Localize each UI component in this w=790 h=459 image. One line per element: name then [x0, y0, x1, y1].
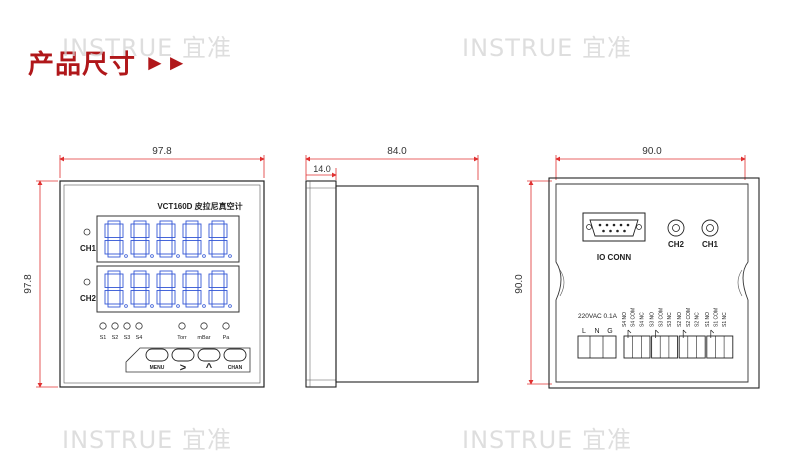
relay-label: S4 NO — [622, 312, 628, 327]
led-indicator: Pa — [222, 322, 231, 341]
digit-8 — [156, 270, 180, 308]
front-button[interactable]: MENU — [145, 348, 169, 371]
relay-block — [623, 329, 651, 359]
front-height-label: 97.8 — [23, 274, 34, 294]
digit-8 — [182, 270, 206, 308]
digit-8 — [208, 220, 232, 258]
back-height-label: 90.0 — [514, 274, 525, 294]
back-view: 90.0 90.0 IO CONN CH2 CH1 220VAC 0.1A L … — [514, 146, 760, 389]
side-view: 84.0 14.0 — [305, 146, 479, 388]
power-pin-n: N — [594, 328, 599, 335]
section-header: 产品尺寸 ►► — [28, 44, 188, 81]
led-label: S4 — [136, 335, 143, 341]
front-width-label: 97.8 — [152, 146, 172, 157]
digit-8 — [156, 220, 180, 258]
relay-label: S2 NC — [695, 312, 701, 327]
led-label: S3 — [124, 335, 131, 341]
relay-label: S3 NC — [667, 312, 673, 327]
relay-label: S4 NC — [639, 312, 645, 327]
relay-block — [651, 329, 679, 359]
digit-8 — [182, 220, 206, 258]
double-arrow-icon: ►► — [144, 49, 188, 75]
watermark: INSTRUE 宜准 — [62, 426, 232, 454]
up-arrow-icon: ^ — [206, 362, 213, 374]
digit-8 — [130, 270, 154, 308]
back-width-label: 90.0 — [642, 146, 662, 157]
led-indicator: mBar — [197, 322, 211, 341]
section-title: 产品尺寸 — [28, 50, 137, 80]
led-indicator: S1 — [99, 322, 107, 341]
front-button[interactable]: > — [171, 348, 195, 374]
back-ch2-label: CH2 — [668, 240, 685, 249]
back-ch1-label: CH1 — [702, 240, 719, 249]
led-label: mBar — [197, 335, 210, 341]
right-arrow-icon: > — [180, 362, 186, 374]
led-label: Torr — [177, 335, 187, 341]
relay-label: S1 COM — [714, 308, 720, 327]
side-depth-label: 84.0 — [387, 146, 407, 157]
button-label: MENU — [150, 365, 165, 371]
led-indicator: S4 — [135, 322, 143, 341]
relay-label: S3 COM — [658, 308, 664, 327]
side-bezel-label: 14.0 — [313, 164, 331, 174]
seven-segment-digits — [104, 220, 232, 308]
relay-label: S1 NO — [705, 312, 711, 327]
digit-8 — [130, 220, 154, 258]
watermark: INSTRUE 宜准 — [62, 34, 232, 62]
watermark: INSTRUE 宜准 — [462, 34, 632, 62]
led-label: S2 — [112, 335, 119, 341]
watermark: INSTRUE 宜准 — [462, 426, 632, 454]
led-indicator: Torr — [177, 322, 187, 341]
relay-label: S4 COM — [631, 308, 637, 327]
digit-8 — [208, 270, 232, 308]
led-label: S1 — [100, 335, 107, 341]
front-button[interactable]: ^ — [197, 348, 221, 374]
digit-8 — [104, 270, 128, 308]
ch2-label: CH2 — [80, 294, 97, 303]
led-label: Pa — [223, 335, 231, 341]
power-spec-label: 220VAC 0.1A — [578, 313, 618, 320]
relay-label: S2 NO — [677, 312, 683, 327]
relay-label: S3 NO — [650, 312, 656, 327]
ch1-label: CH1 — [80, 244, 97, 253]
io-conn-label: IO CONN — [597, 253, 631, 262]
front-button[interactable]: CHAN — [223, 348, 247, 371]
relay-label: S1 NC — [722, 312, 728, 327]
relay-label: S2 COM — [686, 308, 692, 327]
digit-8 — [104, 220, 128, 258]
power-pin-l: L — [582, 328, 586, 335]
relay-block — [706, 329, 734, 359]
relay-block — [678, 329, 706, 359]
led-indicator: S3 — [123, 322, 131, 341]
indicator-leds: S1 S2 S3 S4 Torr mBar Pa — [99, 322, 231, 341]
power-pin-g: G — [607, 328, 612, 335]
model-label: VCT160D 皮拉尼真空计 — [157, 201, 242, 211]
front-buttons: MENU > ^ CHAN — [145, 348, 247, 374]
led-indicator: S2 — [111, 322, 119, 341]
button-label: CHAN — [228, 365, 243, 371]
